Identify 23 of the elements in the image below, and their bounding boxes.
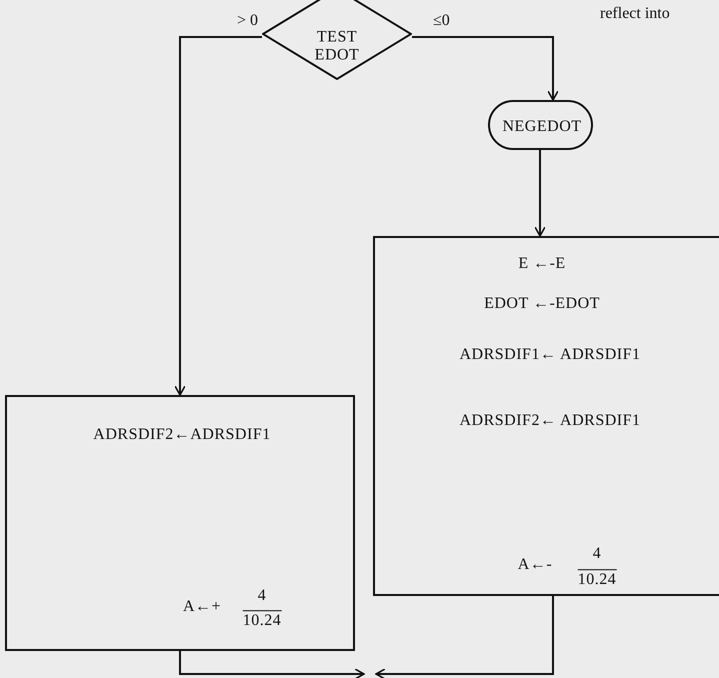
node-text: A←- [518, 556, 552, 574]
node-text: 4 [258, 587, 266, 605]
node-text: ADRSDIF1← ADRSDIF1 [459, 346, 641, 364]
process-box [373, 236, 719, 596]
node-text: NEGEDOT [502, 118, 582, 136]
terminal-shape [488, 100, 593, 150]
node-text: E ←-E [518, 255, 566, 273]
note-text: reflect into [600, 5, 670, 23]
decision-diamond [262, 0, 412, 80]
node-text: TEST EDOT [314, 28, 360, 64]
arrow [534, 150, 546, 237]
arrow [375, 596, 554, 678]
process-box [5, 395, 355, 651]
fraction-denominator: 10.24 [578, 569, 616, 589]
node-text: 4 [592, 545, 602, 563]
node-text: EDOT ←-EDOT [484, 295, 600, 313]
arrow [412, 36, 559, 101]
arrow [179, 651, 365, 678]
node-text: ADRSDIF2← ADRSDIF1 [459, 412, 641, 430]
fraction-denominator: 10.24 [242, 610, 282, 630]
node-text: ADRSDIF2←ADRSDIF1 [93, 426, 271, 444]
arrow [174, 36, 262, 396]
node-text: A←+ [182, 598, 222, 616]
